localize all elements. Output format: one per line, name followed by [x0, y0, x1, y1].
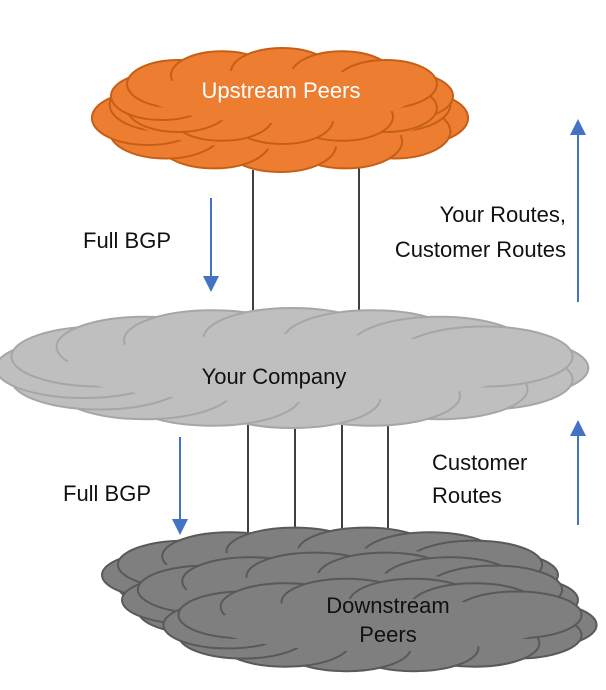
company-cloud [0, 307, 590, 429]
cloud-core [150, 68, 414, 124]
downstream-cloud [101, 526, 598, 673]
cloud-core [212, 598, 548, 652]
company-label: Your Company [202, 364, 347, 389]
cloud-core [63, 334, 521, 402]
customer-routes-label-line2: Routes [432, 483, 502, 508]
full-bgp-lower-label: Full BGP [63, 481, 151, 506]
upstream-cloud [90, 47, 470, 173]
downstream-label-line2: Peers [359, 622, 416, 647]
your-routes-label-line2: Customer Routes [395, 237, 566, 262]
downstream-label-line1: Downstream [326, 593, 449, 618]
upstream-label: Upstream Peers [202, 78, 361, 103]
full-bgp-upper-label: Full BGP [83, 228, 171, 253]
your-routes-label-line1: Your Routes, [440, 202, 566, 227]
customer-routes-label-line1: Customer [432, 450, 527, 475]
